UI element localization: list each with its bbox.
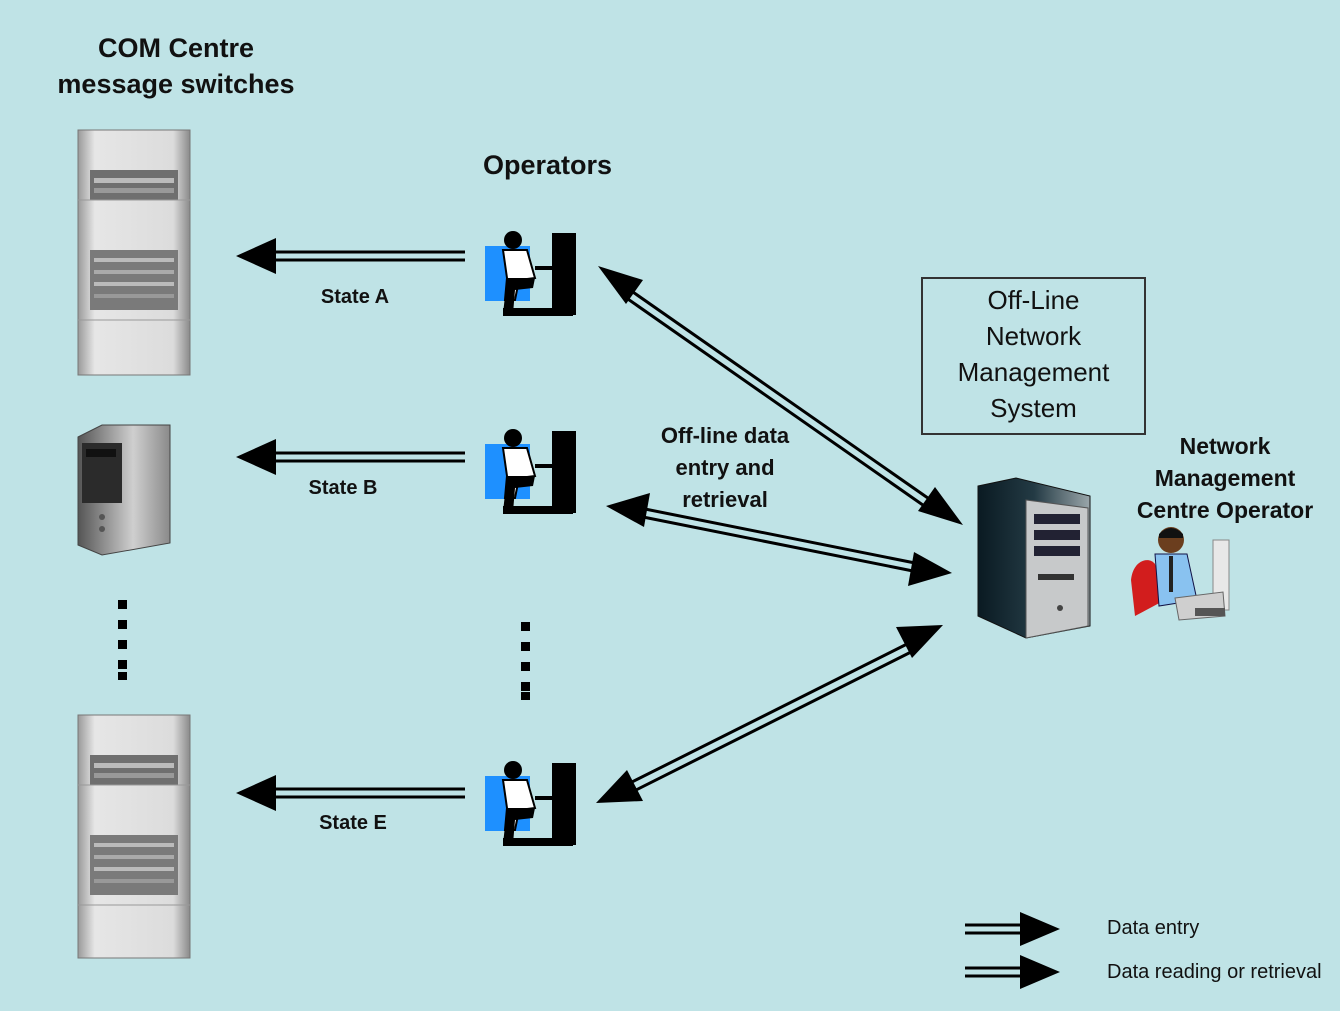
nmc-operator-label-line2: Management: [1154, 465, 1296, 491]
operator-workstation-icon: [485, 231, 576, 316]
offline-data-label-line1: Off-line data: [660, 423, 790, 448]
com-centre-title-line2: message switches: [57, 69, 295, 99]
state-e-label: State E: [319, 812, 387, 834]
offline-nms-line1: Off-Line: [987, 285, 1080, 315]
legend-data-entry: Data entry: [1107, 917, 1200, 939]
arrow-operator-b-nms: [606, 493, 952, 586]
operators-label: Operators: [482, 150, 613, 180]
legend-data-retrieval: Data reading or retrieval: [1107, 961, 1322, 983]
nmc-operator-label-line3: Centre Operator: [1136, 497, 1314, 523]
nms-computer-icon: [977, 477, 1091, 639]
nmc-operator-icon: [1131, 527, 1230, 621]
rack-server-icon: [77, 129, 191, 376]
offline-data-label-line3: retrieval: [682, 487, 768, 512]
tower-computer-icon: [77, 424, 171, 556]
state-b-label: State B: [308, 477, 378, 499]
offline-nms-line3: Management: [957, 357, 1110, 387]
arrow-operator-e-nms: [596, 625, 943, 803]
offline-nms-line4: System: [990, 393, 1077, 423]
rack-server-icon: [77, 714, 191, 959]
arrow-operator-a-nms: [598, 266, 963, 525]
arrow-state-b: [236, 439, 465, 475]
com-centre-title-line1: COM Centre: [97, 33, 254, 63]
arrow-state-e: [236, 775, 465, 811]
com-centre-title: COM Centre message switches: [40, 30, 312, 102]
legend-entry-arrow: [965, 912, 1060, 946]
more-servers-ellipsis: [118, 600, 127, 680]
more-operators-ellipsis: [521, 622, 530, 700]
arrow-state-a: [236, 238, 465, 274]
offline-nms-line2: Network: [985, 321, 1082, 351]
state-a-label: State A: [320, 286, 390, 308]
operator-workstation-icon: [485, 429, 576, 514]
legend-retrieval-arrow: [965, 955, 1060, 989]
offline-data-label-line2: entry and: [675, 455, 775, 480]
nmc-operator-label-line1: Network: [1179, 433, 1271, 459]
offline-data-label: Off-line data entry and retrieval: [630, 420, 820, 516]
nmc-operator-label: Network Management Centre Operator: [1118, 430, 1332, 526]
offline-nms-box: Off-Line Network Management System: [921, 277, 1146, 435]
operator-workstation-icon: [485, 761, 576, 846]
